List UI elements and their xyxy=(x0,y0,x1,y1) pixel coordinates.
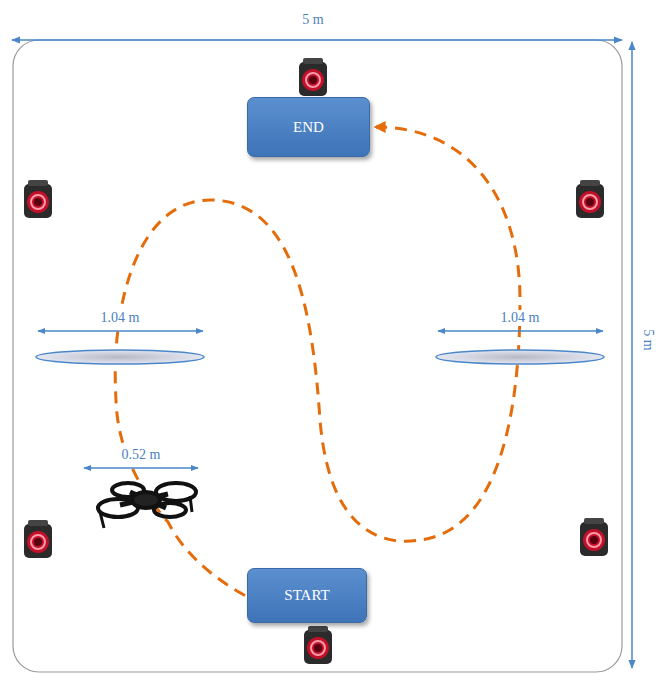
camera-light xyxy=(304,626,332,664)
box-label: END xyxy=(293,119,324,136)
hoop-dimension xyxy=(438,330,603,331)
arena-outline xyxy=(13,40,622,672)
hoop xyxy=(436,350,604,364)
camera-light xyxy=(299,58,327,96)
hoop xyxy=(36,350,204,364)
camera-light xyxy=(24,180,52,218)
waypoint-box: END xyxy=(247,97,370,157)
drone-dimension xyxy=(84,467,198,468)
waypoint-box: START xyxy=(247,568,367,623)
camera-light xyxy=(24,520,52,558)
dimension-label: 1.04 m xyxy=(499,310,542,326)
dimension-label: 0.52 m xyxy=(120,447,163,463)
camera-light xyxy=(576,180,604,218)
camera-light xyxy=(580,518,608,556)
drone xyxy=(98,483,196,528)
dimension-label: 5 m xyxy=(640,327,656,352)
dimension-label: 1.04 m xyxy=(99,310,142,326)
hoop-dimension xyxy=(38,330,203,331)
box-label: START xyxy=(284,587,329,604)
height-dimension xyxy=(631,42,633,668)
width-dimension xyxy=(12,39,622,41)
dimension-label: 5 m xyxy=(300,12,325,28)
